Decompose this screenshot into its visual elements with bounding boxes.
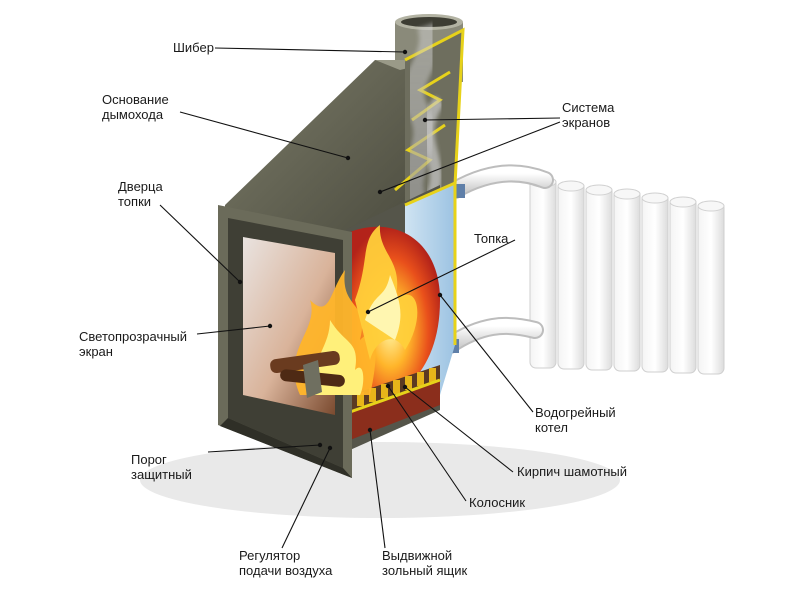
leader-line xyxy=(214,47,406,53)
label-line: зольный ящик xyxy=(382,563,468,578)
leader-line xyxy=(439,294,534,413)
label-line: Шибер xyxy=(173,40,214,55)
leader-dot xyxy=(377,189,383,195)
leader-line xyxy=(196,325,271,335)
label-line: Основание xyxy=(102,92,169,107)
label-line: экранов xyxy=(562,115,610,130)
floor-shadow xyxy=(140,442,620,518)
label-line: котел xyxy=(535,420,568,435)
label-firebox: Топка xyxy=(474,231,509,246)
leader-dot xyxy=(365,309,371,315)
radiator-section xyxy=(641,192,669,373)
grate-bar xyxy=(405,376,412,390)
label-line: экран xyxy=(79,344,113,359)
radiator-section xyxy=(585,184,613,371)
fireplace-body xyxy=(218,180,457,478)
radiator-section xyxy=(529,176,557,369)
leader-dot xyxy=(367,427,373,433)
label-grate: Колосник xyxy=(469,495,525,510)
label-line: Кирпич шамотный xyxy=(517,464,627,479)
grate-bar xyxy=(393,380,400,394)
label-line: защитный xyxy=(131,467,192,482)
leader-dot xyxy=(267,323,273,329)
leader-dot xyxy=(327,445,333,451)
grate-bar xyxy=(381,384,388,398)
radiator-section xyxy=(613,188,641,372)
leader-line xyxy=(179,111,349,159)
leader-dot xyxy=(422,117,428,123)
leader-line xyxy=(387,385,467,502)
leader-line xyxy=(369,429,386,549)
label-line: Водогрейный xyxy=(535,405,616,420)
grate-bar xyxy=(417,372,424,386)
label-shiber: Шибер xyxy=(173,40,214,55)
leader-lines xyxy=(159,47,561,549)
label-line: Регулятор xyxy=(239,548,300,563)
leader-line xyxy=(424,117,561,121)
label-line: Дверца xyxy=(118,179,163,194)
label-line: дымохода xyxy=(102,107,164,122)
label-line: Колосник xyxy=(469,495,525,510)
grate-bar xyxy=(357,392,364,406)
leader-line xyxy=(207,444,321,453)
radiator-section xyxy=(697,200,725,375)
leader-dot xyxy=(402,49,408,55)
label-line: топки xyxy=(118,194,151,209)
label-line: Порог xyxy=(131,452,167,467)
leader-dot xyxy=(237,279,243,285)
leader-line xyxy=(379,121,561,193)
leader-line xyxy=(404,386,514,473)
leader-dot xyxy=(317,442,323,448)
radiator-section xyxy=(669,196,697,374)
label-line: Выдвижной xyxy=(382,548,452,563)
leader-dot xyxy=(385,383,391,389)
leader-dot xyxy=(437,292,443,298)
label-line: Система xyxy=(562,100,615,115)
grate-bar xyxy=(429,368,436,382)
leader-dot xyxy=(402,384,408,390)
label-line: подачи воздуха xyxy=(239,563,333,578)
leader-dot xyxy=(345,155,351,161)
radiator xyxy=(529,176,725,375)
leader-line xyxy=(281,447,331,549)
label-line: Топка xyxy=(474,231,509,246)
radiator-section xyxy=(557,180,585,370)
grate-bar xyxy=(369,388,376,402)
leader-line xyxy=(367,239,516,313)
label-line: Светопрозрачный xyxy=(79,329,187,344)
leader-line xyxy=(159,204,241,283)
label-fireclay-brick: Кирпич шамотный xyxy=(517,464,627,479)
